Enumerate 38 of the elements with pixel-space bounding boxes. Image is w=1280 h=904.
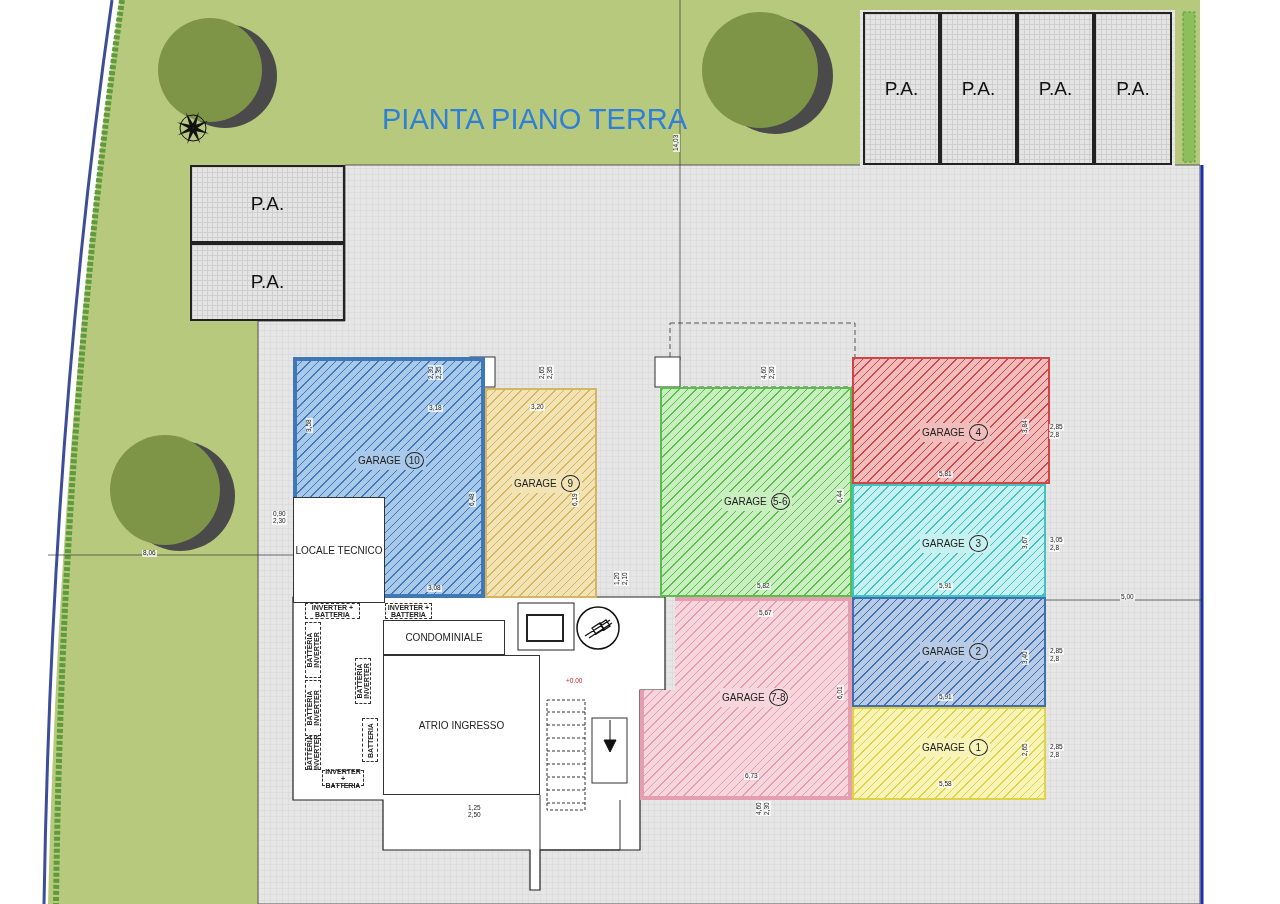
parking-space xyxy=(1094,12,1172,165)
garage-area xyxy=(852,484,1046,597)
equipment-box xyxy=(362,718,378,762)
garage-area xyxy=(485,388,597,598)
parking-space xyxy=(190,243,345,321)
room-label: GARAGE xyxy=(922,646,965,657)
garage-area xyxy=(640,597,852,800)
equipment-box xyxy=(305,680,321,736)
room-label: GARAGE xyxy=(922,538,965,549)
room-area xyxy=(383,655,540,795)
equipment-box xyxy=(305,622,321,678)
parking-space xyxy=(940,12,1017,165)
parking-label: P.A. xyxy=(250,193,285,215)
plan-title: PIANTA PIANO TERRA xyxy=(382,103,688,135)
room-label: GARAGE xyxy=(922,427,965,438)
garage-area xyxy=(852,707,1046,800)
parking-label: P.A. xyxy=(884,77,919,100)
room-label: LOCALE TECNICO xyxy=(295,544,383,556)
room-label: GARAGE xyxy=(724,496,767,507)
garage-area xyxy=(852,357,1050,484)
room-label: GARAGE xyxy=(514,478,557,489)
garage-area xyxy=(660,387,852,597)
parking-space xyxy=(863,12,940,165)
parking-space xyxy=(1017,12,1094,165)
equipment-box xyxy=(305,603,360,619)
room-label: GARAGE xyxy=(358,455,401,466)
garage-area xyxy=(852,597,1046,707)
room-label: GARAGE xyxy=(722,692,765,703)
room-label: CONDOMINIALE xyxy=(405,632,483,643)
parking-space xyxy=(190,165,345,243)
room-label: ATRIO INGRESSO xyxy=(418,719,505,731)
room-label: GARAGE xyxy=(922,742,965,753)
parking-label: P.A. xyxy=(1038,77,1073,100)
equipment-box xyxy=(355,658,371,704)
parking-label: P.A. xyxy=(250,271,285,293)
parking-label: P.A. xyxy=(961,77,996,100)
room-area xyxy=(383,620,505,655)
parking-label: P.A. xyxy=(1116,77,1150,100)
